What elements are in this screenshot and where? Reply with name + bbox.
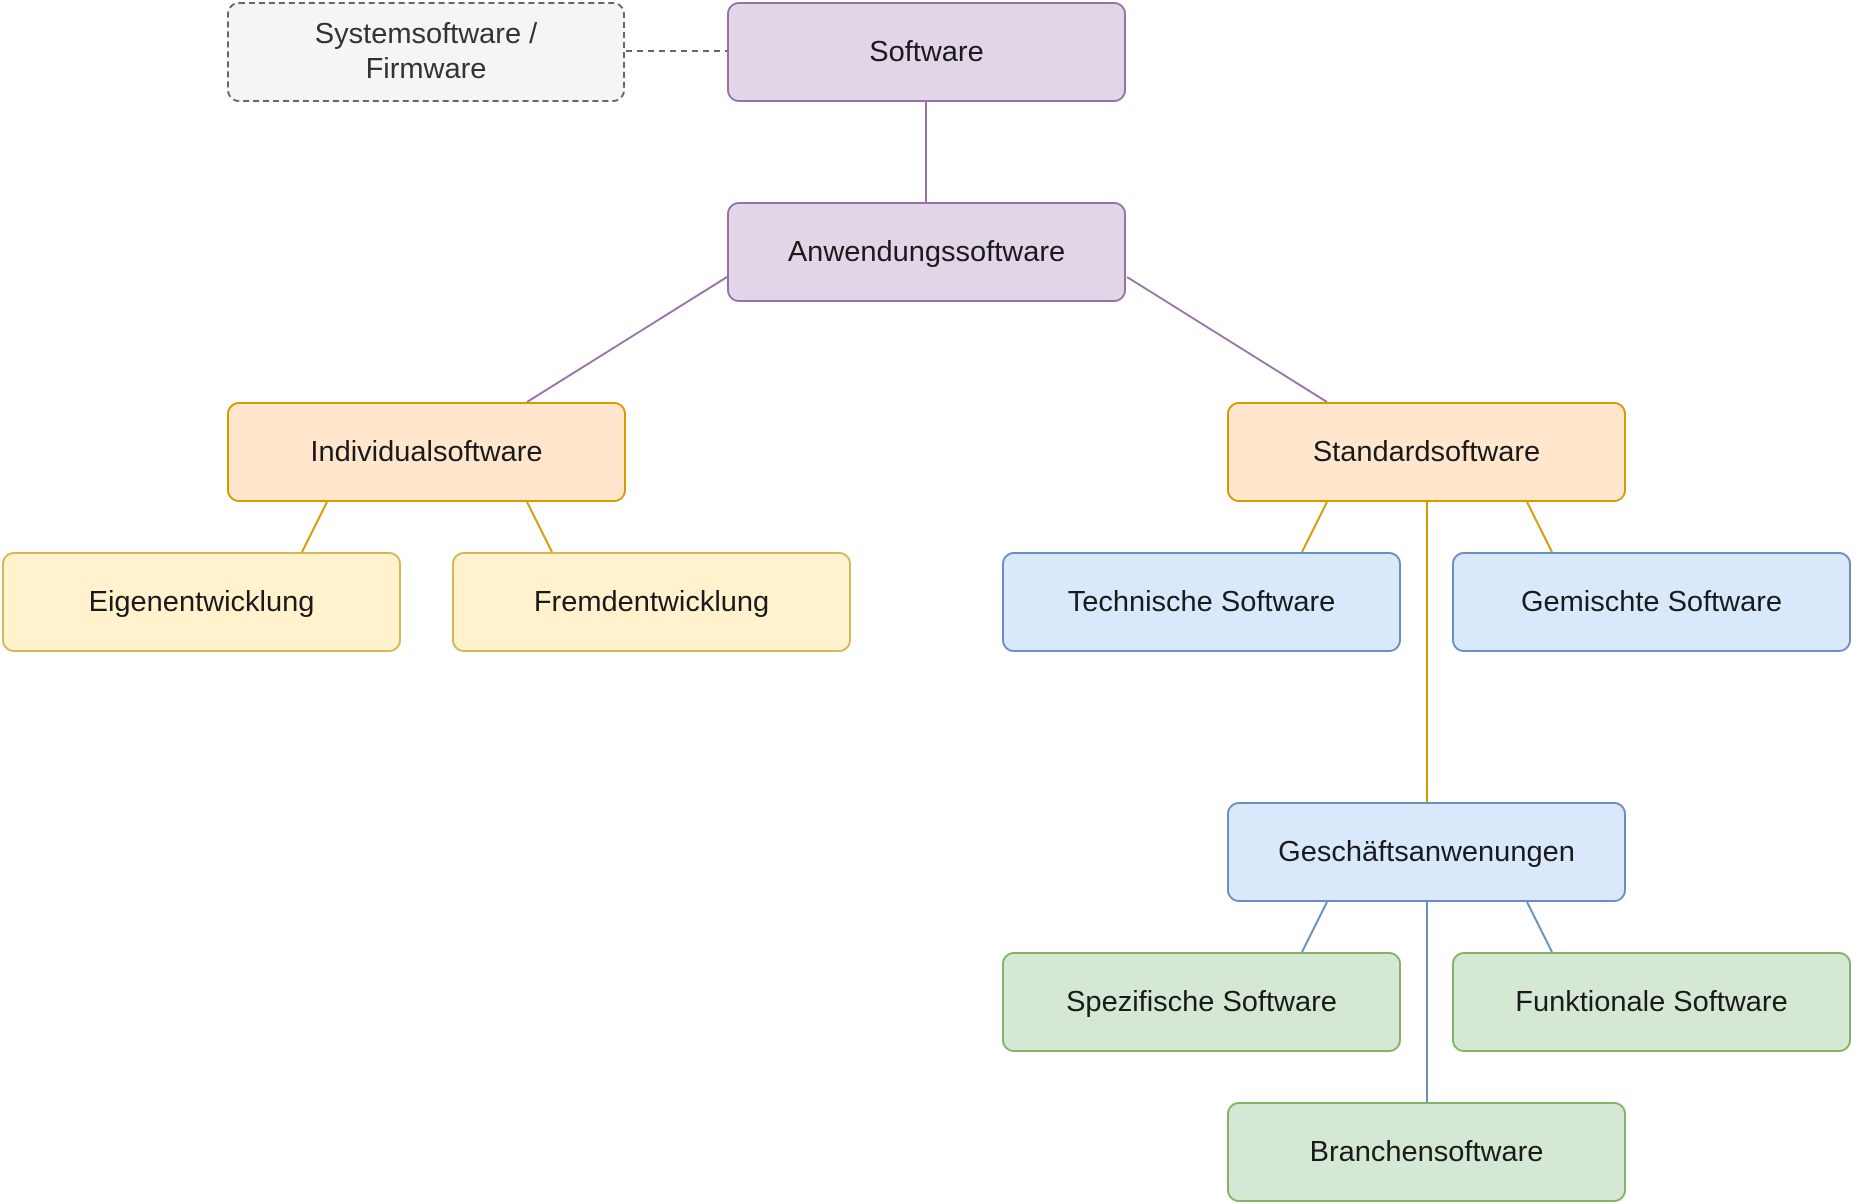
connector-anwendungssoftware-to-standardsoftware [1126, 276, 1328, 403]
node-standardsoftware[interactable]: Standardsoftware [1227, 402, 1626, 502]
node-fremdentwicklung[interactable]: Fremdentwicklung [452, 552, 851, 652]
node-gemischte-software[interactable]: Gemischte Software [1452, 552, 1851, 652]
connector-standardsoftware-to-technische-software [1301, 501, 1328, 553]
connector-geschaeftsanwenungen-to-spezifische-software [1301, 901, 1328, 953]
node-systemsoftware[interactable]: Systemsoftware / Firmware [227, 2, 625, 102]
node-spezifische-software[interactable]: Spezifische Software [1002, 952, 1401, 1052]
node-label: Gemischte Software [1520, 585, 1783, 618]
node-label: Anwendungssoftware [787, 235, 1066, 268]
node-eigenentwicklung[interactable]: Eigenentwicklung [2, 552, 401, 652]
node-label: Software [869, 35, 984, 68]
node-label: Standardsoftware [1312, 435, 1541, 468]
node-branchensoftware[interactable]: Branchensoftware [1227, 1102, 1626, 1202]
connector-individualsoftware-to-fremdentwicklung [526, 501, 553, 553]
node-label: Technische Software [1067, 585, 1336, 618]
connector-individualsoftware-to-eigenentwicklung [301, 501, 328, 553]
node-technische-software[interactable]: Technische Software [1002, 552, 1401, 652]
node-label: Spezifische Software [1066, 985, 1337, 1018]
node-label: Eigenentwicklung [88, 585, 315, 618]
node-software[interactable]: Software [727, 2, 1126, 102]
node-label: Individualsoftware [310, 435, 543, 468]
node-label: Geschäftsanwenungen [1278, 835, 1575, 868]
node-anwendungssoftware[interactable]: Anwendungssoftware [727, 202, 1126, 302]
node-label: Fremdentwicklung [533, 585, 770, 618]
connector-anwendungssoftware-to-individualsoftware [526, 276, 728, 403]
node-individualsoftware[interactable]: Individualsoftware [227, 402, 626, 502]
node-geschaeftsanwenungen[interactable]: Geschäftsanwenungen [1227, 802, 1626, 902]
connector-standardsoftware-to-gemischte-software [1526, 501, 1553, 553]
node-label: Funktionale Software [1515, 985, 1788, 1018]
node-funktionale-software[interactable]: Funktionale Software [1452, 952, 1851, 1052]
node-label: Branchensoftware [1309, 1135, 1544, 1168]
connector-geschaeftsanwenungen-to-funktionale-software [1526, 901, 1553, 953]
node-label: Systemsoftware / Firmware [314, 18, 538, 85]
